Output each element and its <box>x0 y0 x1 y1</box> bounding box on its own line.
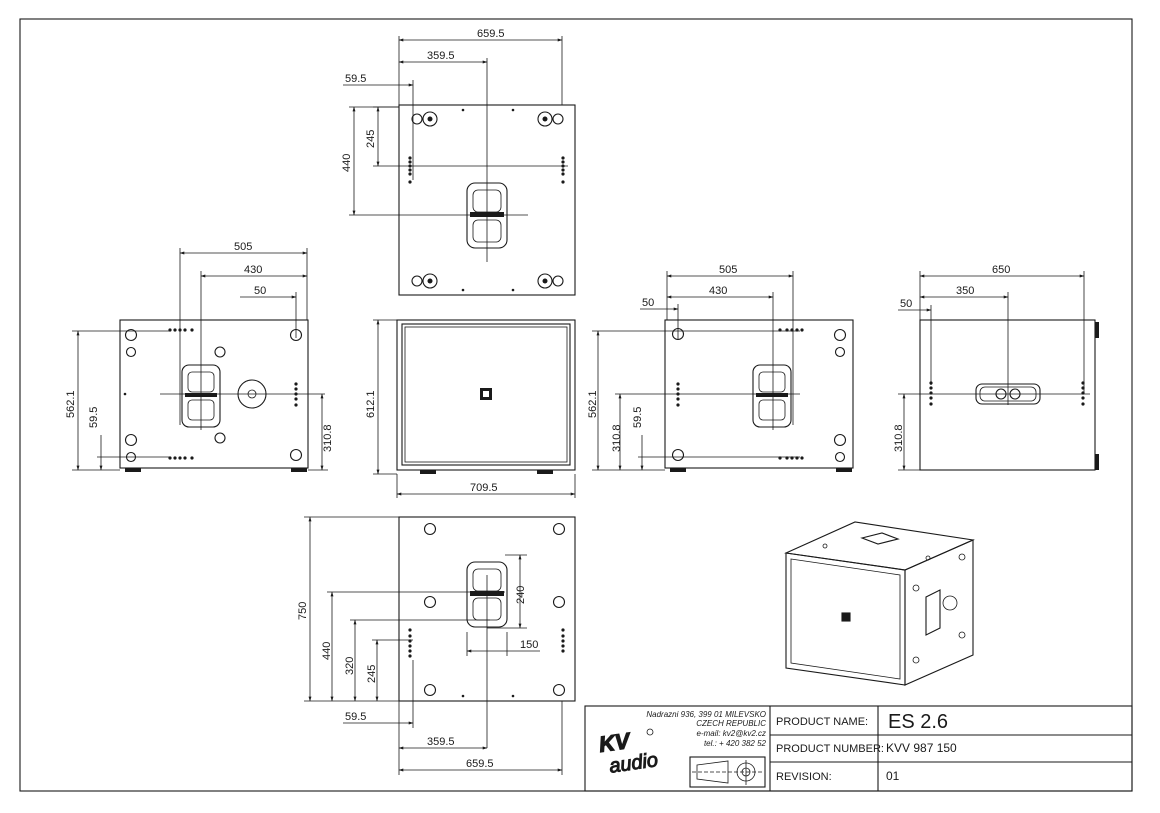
rigging-point <box>542 278 548 284</box>
kv2-audio-logo: KV audio <box>597 727 660 778</box>
rigging-point <box>552 113 564 125</box>
dim-front-width: 709.5 <box>470 482 498 494</box>
rigging-point <box>422 111 438 127</box>
address-line-2: CZECH REPUBLIC <box>696 719 766 728</box>
dim-right-310: 310.8 <box>611 424 623 452</box>
dim-right-505: 505 <box>719 264 737 276</box>
rigging-point <box>542 116 548 122</box>
product-name-value: ES 2.6 <box>888 711 948 733</box>
email-text: e-mail: kv2@kv2.cz <box>697 729 766 738</box>
rigging-point <box>427 116 433 122</box>
dim-top-depth: 440 <box>341 154 353 172</box>
rigging-point <box>537 273 553 289</box>
dim-left-59: 59.5 <box>88 407 100 428</box>
title-block: Nadrazni 936, 399 01 MILEVSKO CZECH REPU… <box>584 705 1133 792</box>
dim-bottom-150: 150 <box>520 639 538 651</box>
rigging-point <box>411 113 423 125</box>
dim-bottom-440: 440 <box>321 642 333 660</box>
dim-left-430: 430 <box>244 264 262 276</box>
dim-bottom-center: 359.5 <box>427 736 455 748</box>
isometric-view <box>784 521 975 686</box>
hole-column <box>408 108 565 292</box>
iso-top-face <box>784 521 975 571</box>
projection-symbol-box <box>689 756 766 788</box>
iso-top-handle <box>860 532 900 545</box>
phone-text: tel.: + 420 382 52 <box>704 739 767 748</box>
drawing-frame <box>19 18 1133 792</box>
front-view: 612.1 709.5 <box>365 319 576 498</box>
rigging-point <box>411 275 423 287</box>
dim-back-310: 310.8 <box>893 424 905 452</box>
product-number-label: PRODUCT NUMBER: <box>776 743 884 755</box>
dim-back-350: 350 <box>956 285 974 297</box>
dim-bottom-320: 320 <box>344 657 356 675</box>
dim-bottom-750: 750 <box>297 602 309 620</box>
back-view-outline <box>919 319 1096 471</box>
title-block-outline <box>584 705 1133 792</box>
dim-left-310: 310.8 <box>322 424 334 452</box>
product-number-value: KVV 987 150 <box>886 741 957 755</box>
dim-left-505: 505 <box>234 241 252 253</box>
top-view: 659.5 359.5 59.5 245 440 <box>341 28 576 296</box>
dim-top-offset: 59.5 <box>345 73 366 85</box>
iso-logo-badge <box>841 612 851 622</box>
dim-bottom-width: 659.5 <box>466 758 494 770</box>
left-side-view: 505 430 50 562.1 59.5 310.8 <box>65 241 334 472</box>
dim-left-50: 50 <box>254 285 266 297</box>
dim-bottom-240: 240 <box>515 586 527 604</box>
dim-right-562: 562.1 <box>587 390 599 418</box>
projection-symbol-cone <box>696 760 729 784</box>
back-view: 650 350 50 310.8 <box>893 264 1099 471</box>
dim-back-50: 50 <box>900 298 912 310</box>
dim-right-59: 59.5 <box>632 407 644 428</box>
dim-back-650: 650 <box>992 264 1010 276</box>
logo-kv: KV <box>597 728 633 757</box>
bottom-view: 750 440 320 245 240 150 59.5 359.5 659.5 <box>297 516 576 775</box>
dim-right-430: 430 <box>709 285 727 297</box>
front-view-outline <box>396 319 576 471</box>
rigging-point <box>422 273 438 289</box>
dim-top-handle-depth: 245 <box>365 130 377 148</box>
dim-right-50: 50 <box>642 297 654 309</box>
dim-left-562: 562.1 <box>65 390 77 418</box>
side-handle <box>752 364 792 428</box>
product-name-label: PRODUCT NAME: <box>776 716 868 728</box>
revision-label: REVISION: <box>776 771 832 783</box>
rigging-point <box>427 278 433 284</box>
front-grille <box>401 323 571 466</box>
iso-side-handle <box>925 589 941 636</box>
rigging-point <box>552 275 564 287</box>
right-side-view: 505 430 50 562.1 310.8 59.5 <box>587 264 854 472</box>
dim-bottom-offset: 59.5 <box>345 711 366 723</box>
address-line-1: Nadrazni 936, 399 01 MILEVSKO <box>646 710 766 719</box>
dim-bottom-245: 245 <box>366 665 378 683</box>
rigging-point <box>537 111 553 127</box>
revision-value: 01 <box>886 769 900 783</box>
dim-top-width: 659.5 <box>477 28 505 40</box>
dim-top-center: 359.5 <box>427 50 455 62</box>
dim-front-height: 612.1 <box>365 390 377 418</box>
iso-side-face <box>904 539 974 686</box>
